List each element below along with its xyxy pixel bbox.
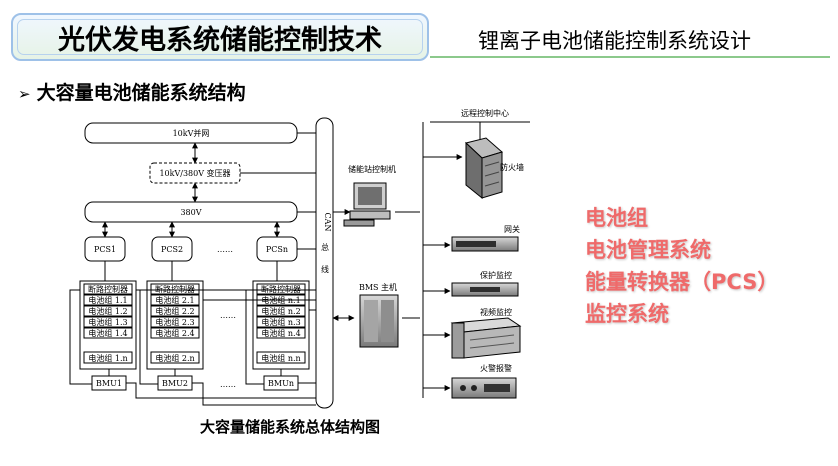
pcs-label-n: PCSn xyxy=(266,245,288,254)
slide-subtitle: 锂离子电池储能控制系统设计 xyxy=(478,29,751,53)
title-box: 光伏发电系统储能控制技术 xyxy=(11,13,429,61)
grid-label: 10kV并网 xyxy=(173,128,210,138)
diagram-caption: 大容量储能系统总体结构图 xyxy=(200,418,381,436)
battery-label: 电池组 1.4 xyxy=(88,328,127,338)
bmu-label-n: BMUn xyxy=(268,379,294,388)
can-label: 线 xyxy=(321,264,329,274)
remote-center-label: 远程控制中心 xyxy=(461,108,509,118)
bms-host-label: BMS 主机 xyxy=(359,282,397,292)
highlight-pcs: 能量转换器（PCS） xyxy=(585,270,779,294)
breaker-label: 断路控制器 xyxy=(88,284,128,294)
firewall-label: 防火墙 xyxy=(500,162,524,172)
fire-alarm-label: 火警报警 xyxy=(480,363,512,373)
battery-label: 电池组 2.3 xyxy=(155,317,194,327)
battery-label: 电池组 2.n xyxy=(155,353,194,363)
battery-label: 电池组 2.4 xyxy=(155,328,194,338)
video-label: 视频监控 xyxy=(480,307,512,317)
battery-label: 电池组 2.2 xyxy=(155,306,194,316)
breaker-label: 断路控制器 xyxy=(261,284,301,294)
can-bus xyxy=(315,117,334,409)
can-label: CAN xyxy=(323,213,332,232)
highlight-monitoring: 监控系统 xyxy=(585,302,669,326)
title-rule xyxy=(430,56,830,58)
battery-column-n xyxy=(252,280,310,370)
section-heading-text: 大容量电池储能系统结构 xyxy=(36,82,246,104)
gateway-icon xyxy=(451,236,519,252)
firewall-icon xyxy=(464,137,504,200)
battery-column-2 xyxy=(146,280,204,370)
battery-label: 电池组 1.1 xyxy=(88,295,127,305)
pcs-dots: …… xyxy=(217,245,233,254)
bmu-label-2: BMU2 xyxy=(162,379,188,388)
battery-label: 电池组 1.3 xyxy=(88,317,127,327)
computer-icon xyxy=(343,182,391,227)
battery-label: 电池组 n.3 xyxy=(261,317,300,327)
pcs-label-2: PCS2 xyxy=(161,245,183,254)
transformer-label: 10kV/380V 变压器 xyxy=(159,168,230,178)
bmu-label-1: BMU1 xyxy=(96,379,122,388)
highlight-battery-group: 电池组 xyxy=(585,206,648,230)
section-heading: ➢ 大容量电池储能系统结构 xyxy=(18,78,246,105)
highlight-bms: 电池管理系统 xyxy=(585,238,711,262)
gateway-label: 网关 xyxy=(504,224,520,234)
battery-label: 电池组 1.n xyxy=(88,353,127,363)
battery-label: 电池组 1.2 xyxy=(88,306,127,316)
highlight-list: 电池组 电池管理系统 能量转换器（PCS） 监控系统 xyxy=(585,202,778,330)
battery-label: 电池组 n.1 xyxy=(261,295,300,305)
protection-monitor-icon xyxy=(451,282,519,297)
can-label: 总 xyxy=(321,242,329,252)
video-monitor-icon xyxy=(450,317,522,359)
column-dots: …… xyxy=(220,311,236,320)
battery-column-1 xyxy=(79,280,137,370)
arrow-bullet-icon: ➢ xyxy=(18,85,31,103)
pcs-label-1: PCS1 xyxy=(94,245,116,254)
protection-label: 保护监控 xyxy=(480,270,512,280)
battery-label: 电池组 n.4 xyxy=(261,328,300,338)
battery-label: 电池组 2.1 xyxy=(155,295,194,305)
bus-label: 380V xyxy=(180,208,201,217)
station-controller-label: 储能站控制机 xyxy=(348,164,396,174)
bmu-dots: …… xyxy=(220,380,236,389)
breaker-label: 断路控制器 xyxy=(155,284,195,294)
server-icon xyxy=(359,294,399,348)
fire-alarm-icon xyxy=(451,377,517,399)
battery-label: 电池组 n.2 xyxy=(261,306,300,316)
battery-label: 电池组 n.n xyxy=(261,353,300,363)
